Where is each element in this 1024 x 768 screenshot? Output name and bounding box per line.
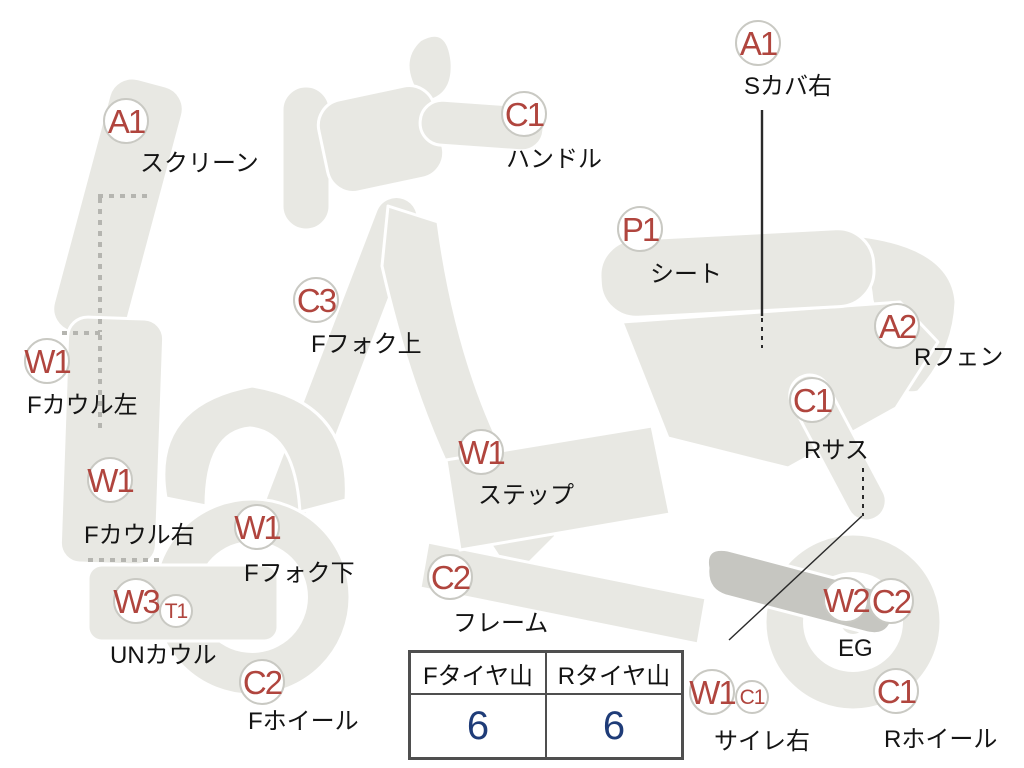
damage-marker-w1: W1 <box>234 504 282 550</box>
damage-marker-p1: P1 <box>617 206 663 252</box>
part-label: Rフェン <box>914 344 1004 371</box>
part-label: Rサス <box>804 437 869 464</box>
damage-marker-c2: C2 <box>239 659 285 705</box>
damage-marker-w1: W1 <box>689 669 737 715</box>
damage-marker-w1: W1 <box>24 338 72 384</box>
part-label: Sカバ右 <box>744 73 833 100</box>
part-label: Rホイール <box>884 726 998 753</box>
damage-marker-w1: W1 <box>458 429 506 475</box>
part-label: シート <box>650 261 722 288</box>
mirror-shape <box>406 33 454 102</box>
damage-marker-c2: C2 <box>427 554 473 600</box>
part-label: スクリーン <box>140 150 259 177</box>
part-label: ハンドル <box>506 146 602 173</box>
tire-tread-table: Fタイヤ山 Rタイヤ山 6 6 <box>408 650 684 760</box>
part-label: Fフォク上 <box>311 331 422 358</box>
seat-shape <box>598 227 876 319</box>
lower-frame-shape <box>418 540 708 646</box>
tread-header-front: Fタイヤ山 <box>410 652 546 694</box>
front-fender-shape <box>162 384 348 514</box>
damage-marker-t1: T1 <box>159 594 193 628</box>
damage-marker-w1: W1 <box>87 457 135 503</box>
damage-marker-a1: A1 <box>735 20 781 66</box>
damage-marker-c1: C1 <box>735 680 769 714</box>
part-label: Fホイール <box>248 708 359 735</box>
tread-value-front: 6 <box>410 694 546 758</box>
damage-marker-c3: C3 <box>293 277 339 323</box>
part-label: サイレ右 <box>714 728 810 755</box>
part-label: フレーム <box>453 610 549 637</box>
damage-marker-a2: A2 <box>874 303 920 349</box>
tread-header-rear: Rタイヤ山 <box>546 652 682 694</box>
damage-marker-a1: A1 <box>103 98 149 144</box>
part-label: Fカウル右 <box>84 522 195 549</box>
damage-marker-c1: C1 <box>873 668 919 714</box>
tread-value-rear: 6 <box>546 694 682 758</box>
part-label: UNカウル <box>110 642 217 669</box>
damage-marker-c2: C2 <box>868 578 914 624</box>
part-label: Fカウル左 <box>27 392 138 419</box>
part-label: Fフォク下 <box>244 560 355 587</box>
part-label: ステップ <box>478 482 574 509</box>
damage-marker-w2: W2 <box>823 577 871 623</box>
damage-marker-c1: C1 <box>501 91 547 137</box>
part-label: EG <box>838 635 873 662</box>
rear-body-shape <box>620 300 940 470</box>
damage-marker-c1: C1 <box>789 377 835 423</box>
pointer-line-rsus <box>728 515 863 641</box>
damage-marker-w3: W3 <box>113 578 161 624</box>
